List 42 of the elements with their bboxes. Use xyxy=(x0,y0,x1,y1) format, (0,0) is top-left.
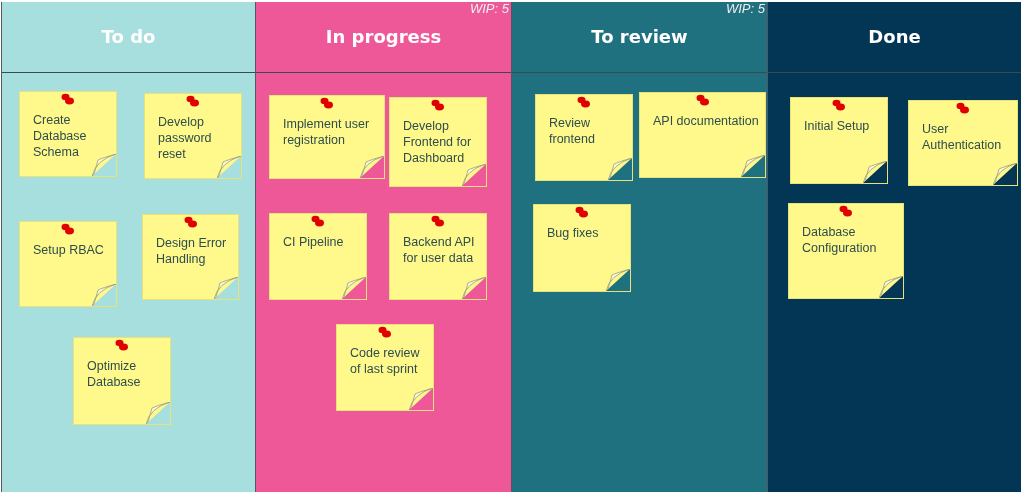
note-text: API documentation xyxy=(653,113,759,129)
note-text: Develop Frontend for Dashboard xyxy=(403,118,473,166)
sticky-note xyxy=(390,98,486,186)
sticky-note xyxy=(534,205,630,291)
note-text: Initial Setup xyxy=(804,118,871,134)
board-column xyxy=(1,2,255,492)
sticky-note xyxy=(909,101,1017,185)
column-title: Done xyxy=(867,26,922,47)
note-text: Bug fixes xyxy=(547,225,600,241)
wip-limit: WIP: 5 xyxy=(470,1,509,16)
note-text: User Authentication xyxy=(922,121,1003,153)
board-column xyxy=(255,2,511,492)
note-text: Review frontend xyxy=(549,115,596,147)
sticky-note xyxy=(789,204,903,298)
note-text: Database Configuration xyxy=(802,224,878,256)
board-column xyxy=(767,2,1021,492)
sticky-note xyxy=(270,214,366,299)
wip-limit: WIP: 5 xyxy=(726,1,765,16)
sticky-note xyxy=(791,98,887,183)
sticky-note xyxy=(145,94,241,178)
sticky-note xyxy=(20,222,116,306)
note-text: Implement user registration xyxy=(283,116,371,148)
note-text: Design Error Handling xyxy=(156,235,228,267)
sticky-note xyxy=(390,214,486,299)
note-text: Develop password reset xyxy=(158,114,213,162)
sticky-note xyxy=(20,92,116,176)
sticky-note xyxy=(337,325,433,410)
column-title: In progress xyxy=(324,26,443,47)
note-text: Create Database Schema xyxy=(33,112,88,160)
column-title: To do xyxy=(100,26,157,47)
sticky-note xyxy=(74,338,170,424)
note-text: CI Pipeline xyxy=(283,234,345,250)
sticky-note xyxy=(640,93,765,177)
sticky-note xyxy=(143,215,238,299)
column-title: To review xyxy=(590,26,689,47)
sticky-note xyxy=(536,95,632,180)
note-text: Backend API for user data xyxy=(403,234,476,266)
board-column xyxy=(511,2,767,492)
sticky-note xyxy=(270,96,384,178)
note-text: Setup RBAC xyxy=(33,242,105,258)
note-text: Optimize Database xyxy=(87,358,142,390)
note-text: Code review of last sprint xyxy=(350,345,421,377)
